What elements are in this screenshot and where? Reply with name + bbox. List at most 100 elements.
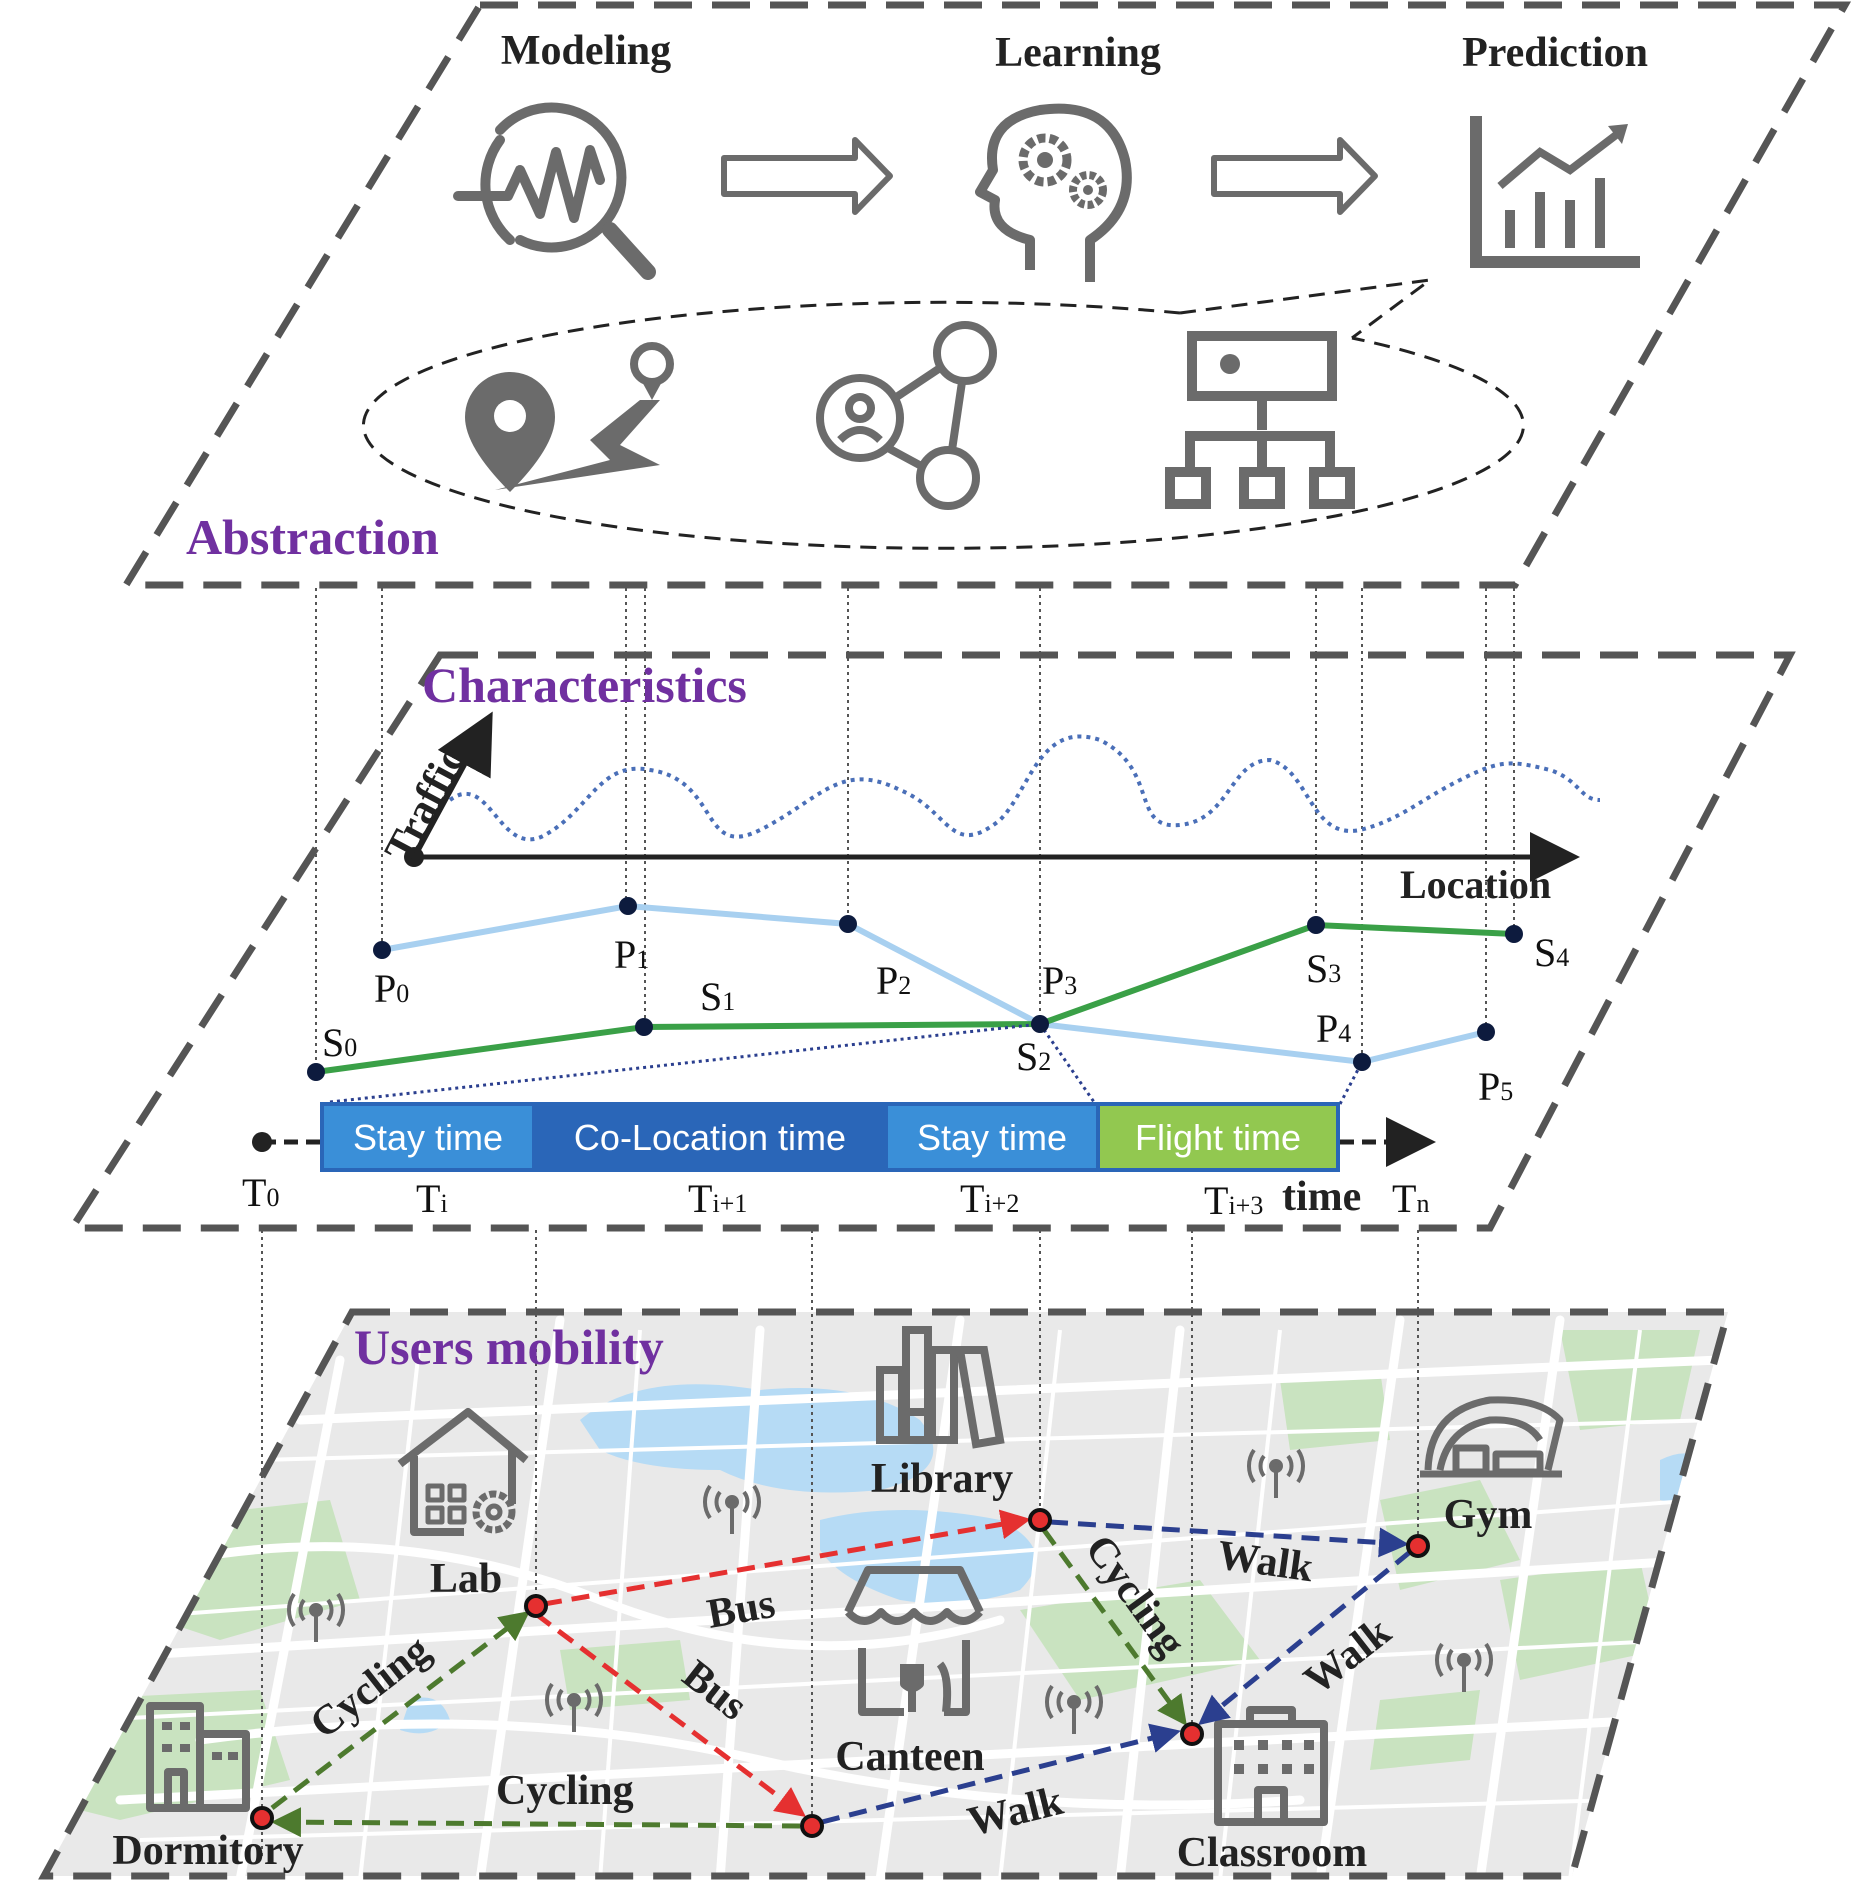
p-points — [373, 897, 1495, 1071]
p-point — [373, 941, 391, 959]
traffic-wave — [448, 734, 1601, 842]
canteen-label: Canteen — [835, 1734, 984, 1780]
social-network-icon — [816, 321, 997, 510]
ti2-label: Ti+2 — [960, 1176, 1019, 1221]
route-library-gym — [1049, 1519, 1409, 1558]
antenna-icon — [1044, 1684, 1104, 1734]
library-icon — [876, 1326, 1005, 1449]
time-bars: Stay time Co-Location time Stay time Fli… — [320, 1102, 1340, 1172]
dormitory-label: Dormitory — [112, 1828, 303, 1874]
library-label: Library — [871, 1456, 1013, 1502]
p-point — [1031, 1015, 1049, 1033]
co-location-time-label: Co-Location time — [574, 1117, 846, 1158]
p3-label: P3 — [1042, 958, 1077, 1003]
location-axis-label: Location — [1400, 862, 1551, 907]
stay-time-bar-1 — [320, 1102, 536, 1172]
gym-icon — [1420, 1396, 1564, 1478]
co-location-time-bar — [532, 1102, 888, 1172]
t0-label: T0 — [242, 1170, 279, 1215]
p-point — [1353, 1053, 1371, 1071]
lab-label: Lab — [430, 1556, 502, 1602]
antenna-icon — [286, 1592, 346, 1642]
s-point — [1307, 916, 1325, 934]
flight-time-label: Flight time — [1135, 1117, 1301, 1158]
canteen-icon — [844, 1566, 984, 1716]
route-gym-classroom — [1198, 1550, 1412, 1726]
stay-time-label-2: Stay time — [917, 1117, 1067, 1158]
tn-label: Tn — [1392, 1176, 1429, 1221]
dormitory-icon — [146, 1702, 250, 1812]
route-canteen-dorm — [271, 1807, 801, 1838]
classroom-label: Classroom — [1177, 1830, 1368, 1876]
traffic-axis-label: Traffic — [376, 740, 474, 870]
traffic-axis — [411, 711, 493, 859]
routes — [270, 1509, 1412, 1838]
trajectory-icon — [465, 342, 674, 492]
p-point — [1477, 1023, 1495, 1041]
characteristics-plane-border — [65, 651, 1796, 1232]
ti-label: Ti — [416, 1176, 448, 1221]
flight-time-bar — [1096, 1102, 1340, 1172]
place-nodes — [250, 1508, 1430, 1838]
node-library — [1028, 1508, 1052, 1532]
node-lab — [524, 1594, 548, 1618]
timeline — [252, 1117, 1436, 1167]
ti1-label: Ti+1 — [688, 1176, 747, 1221]
gym-label: Gym — [1444, 1492, 1533, 1538]
p-point — [619, 897, 637, 915]
prediction-chart-icon — [1470, 116, 1640, 268]
s1-label: S1 — [700, 974, 735, 1019]
s4-label: S4 — [1534, 930, 1569, 975]
s2-label: S2 — [1016, 1034, 1051, 1079]
s0-label: S0 — [322, 1020, 357, 1065]
abstraction-plane-border — [119, 1, 1852, 589]
characteristics-label: Characteristics — [422, 657, 747, 713]
s-point — [635, 1018, 653, 1036]
p0-label: P0 — [374, 966, 409, 1011]
antenna-icon — [1246, 1448, 1306, 1498]
axis-origin-dot — [404, 847, 424, 867]
s3-label: S3 — [1306, 946, 1341, 991]
hierarchy-icon — [1165, 331, 1355, 509]
s-point — [1505, 925, 1523, 943]
step-prediction: Prediction — [1462, 30, 1648, 76]
node-canteen — [800, 1814, 824, 1838]
p5-label: P5 — [1478, 1064, 1513, 1109]
step-learning: Learning — [995, 30, 1161, 76]
antenna-icon — [702, 1484, 762, 1534]
route-canteen-classroom — [821, 1723, 1181, 1825]
node-gym — [1406, 1534, 1430, 1558]
abstraction-ellipse — [361, 277, 1525, 550]
bar-connectors — [329, 1022, 1364, 1105]
s-points — [307, 916, 1523, 1081]
route-library-classroom — [1041, 1528, 1187, 1727]
route-dorm-lab — [270, 1610, 530, 1810]
p1-label: P1 — [614, 932, 649, 977]
mode-canteen-dorm: Cycling — [496, 1768, 634, 1814]
users-mobility-label: Users mobility — [354, 1319, 664, 1375]
step-modeling: Modeling — [501, 28, 671, 74]
p-sequence-line — [381, 902, 1487, 1066]
s-point — [307, 1063, 325, 1081]
modeling-icon — [453, 102, 656, 280]
antenna-icons — [286, 1448, 1494, 1734]
p2-label: P2 — [876, 958, 911, 1003]
ti3-label: Ti+3 — [1204, 1178, 1263, 1223]
p-point — [839, 915, 857, 933]
classroom-icon — [1214, 1706, 1328, 1826]
node-classroom — [1180, 1722, 1204, 1746]
lab-icon — [397, 1408, 529, 1536]
learning-icon — [975, 103, 1132, 282]
antenna-icon — [1434, 1642, 1494, 1692]
node-dormitory — [250, 1806, 274, 1830]
abstraction-label: Abstraction — [186, 509, 439, 565]
arrow-learning-to-prediction — [1211, 137, 1378, 215]
stay-time-bar-2 — [884, 1102, 1100, 1172]
time-axis-label: time — [1282, 1174, 1361, 1220]
p4-label: P4 — [1316, 1006, 1351, 1051]
antenna-icon — [544, 1682, 604, 1732]
route-lab-library — [543, 1509, 1031, 1607]
stay-time-label-1: Stay time — [353, 1117, 503, 1158]
arrow-modeling-to-learning — [721, 137, 893, 215]
